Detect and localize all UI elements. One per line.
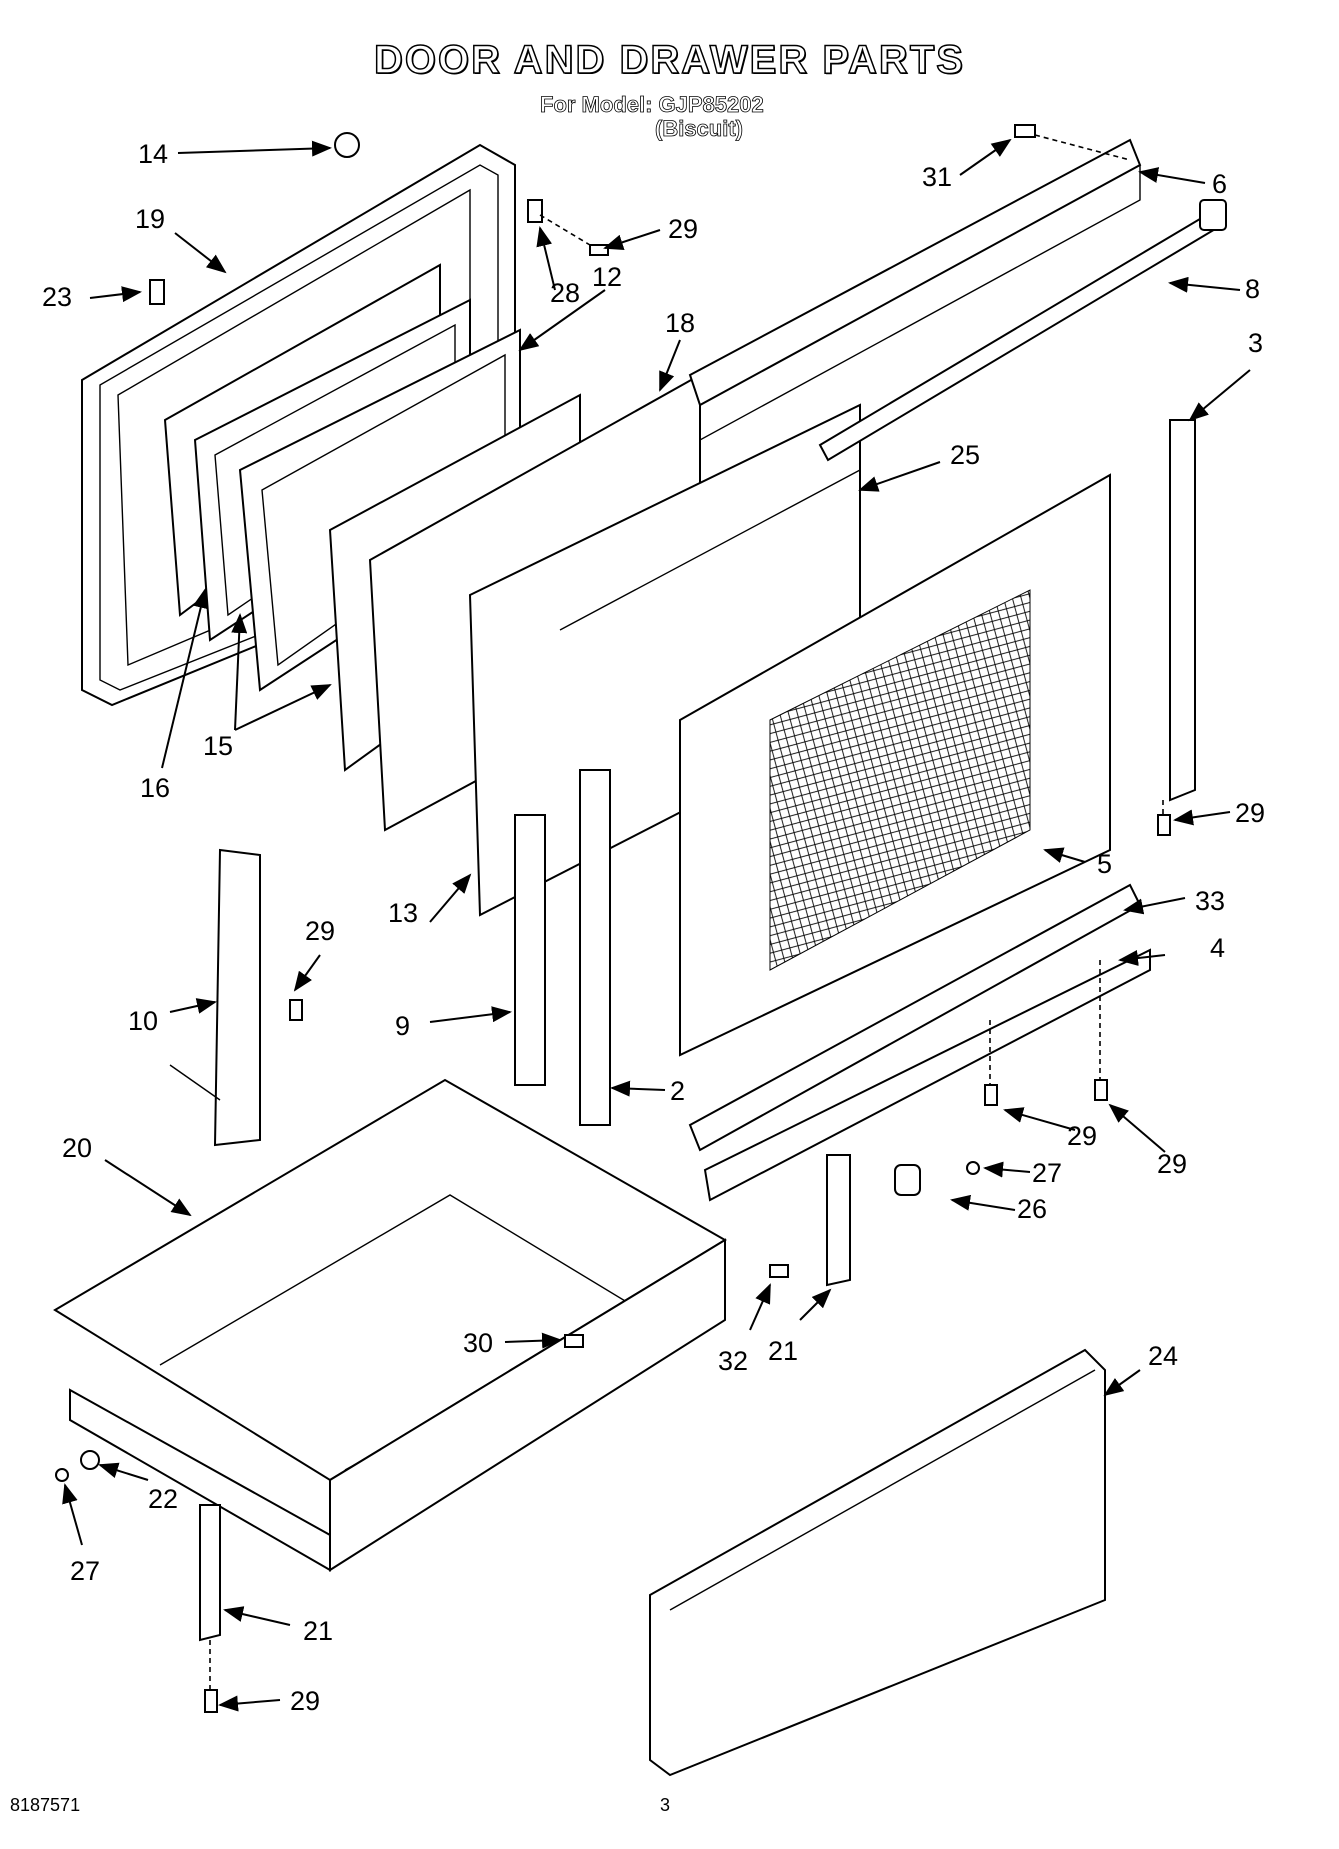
callout-9: 9 (395, 1011, 410, 1041)
page-number: 3 (660, 1795, 671, 1815)
outer-door-panel-part-5 (679, 473, 1111, 1057)
callout-15: 15 (203, 731, 233, 761)
callout-14: 14 (138, 139, 168, 169)
callout-3: 3 (1248, 328, 1263, 358)
callout-13: 13 (388, 898, 418, 928)
callout-27-right: 27 (1032, 1158, 1062, 1188)
callout-24: 24 (1148, 1341, 1178, 1371)
callout-2: 2 (670, 1076, 685, 1106)
drawer-slide-bracket-part-21-upper (826, 1154, 851, 1287)
callout-27-left: 27 (70, 1556, 100, 1586)
page-title: DOOR AND DRAWER PARTS (373, 37, 965, 83)
callout-8: 8 (1245, 274, 1260, 304)
callout-leaders (62, 138, 1251, 1712)
door-side-trim-part-9 (514, 814, 546, 1086)
model-number-line: For Model: GJP85202 (540, 92, 765, 118)
callout-21-right: 21 (768, 1336, 798, 1366)
callout-30: 30 (463, 1328, 493, 1358)
callout-26: 26 (1017, 1194, 1047, 1224)
callout-20: 20 (62, 1133, 92, 1163)
door-handle-part-8 (818, 199, 1227, 462)
callout-25: 25 (950, 440, 980, 470)
callout-23: 23 (42, 282, 72, 312)
callout-29-right: 29 (1235, 798, 1265, 828)
callout-21-left: 21 (303, 1616, 333, 1646)
callout-29-center-b: 29 (1157, 1149, 1187, 1179)
door-side-trim-part-3 (1169, 419, 1196, 802)
callout-32: 32 (718, 1346, 748, 1376)
callout-4: 4 (1210, 933, 1225, 963)
callout-29-center-a: 29 (1067, 1121, 1097, 1151)
drawer-box-part-20 (53, 1078, 727, 1572)
callout-6: 6 (1212, 169, 1227, 199)
callout-12: 12 (592, 262, 622, 292)
callout-10: 10 (128, 1006, 158, 1036)
drawer-front-panel-part-24 (649, 1348, 1106, 1777)
callout-31: 31 (922, 162, 952, 192)
callout-5: 5 (1097, 849, 1112, 879)
callout-18: 18 (665, 308, 695, 338)
door-side-trim-part-2 (579, 769, 611, 1126)
color-line: (Biscuit) (655, 116, 744, 142)
small-hardware-parts (55, 124, 1171, 1713)
callout-19: 19 (135, 204, 165, 234)
callout-29-left: 29 (305, 916, 335, 946)
callout-16: 16 (140, 773, 170, 803)
callout-28: 28 (550, 278, 580, 308)
callout-29-top: 29 (668, 214, 698, 244)
callout-22: 22 (148, 1484, 178, 1514)
document-number: 8187571 (10, 1795, 81, 1815)
drawer-slide-bracket-part-21-lower (199, 1504, 221, 1642)
callout-labels: 14 19 23 28 12 29 31 6 8 18 3 25 16 15 2… (42, 139, 1265, 1716)
door-hinge-channel-parts-33-4 (688, 883, 1151, 1202)
callout-29-bottom: 29 (290, 1686, 320, 1716)
callout-33: 33 (1195, 886, 1225, 916)
drawer-slide-bracket-part-10 (169, 848, 261, 1147)
